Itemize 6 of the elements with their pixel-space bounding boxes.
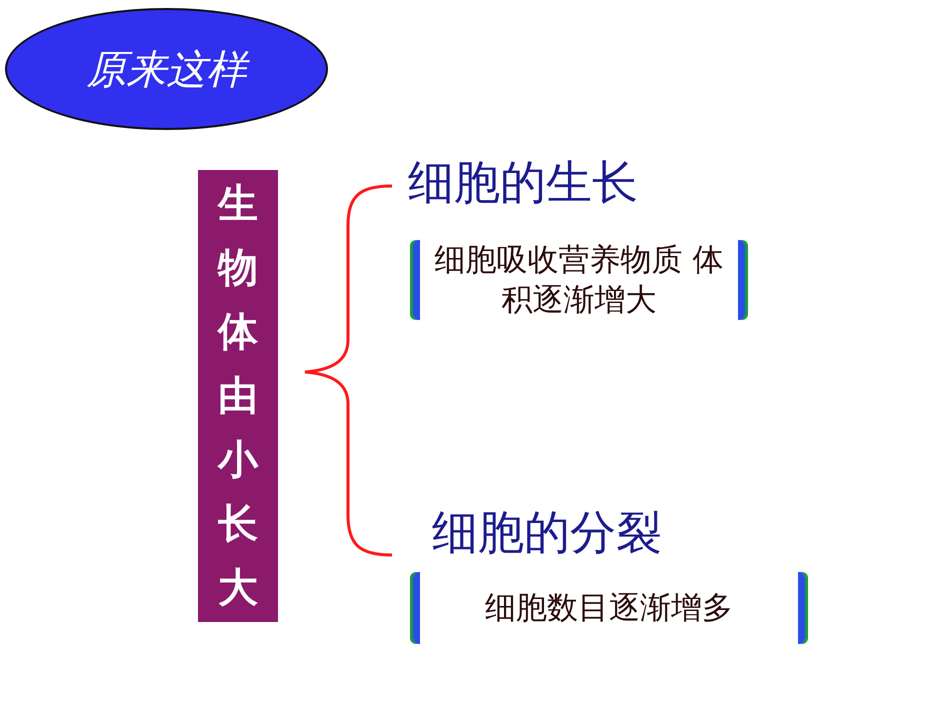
section-heading: 细胞的分裂: [432, 504, 662, 561]
bracketed-note: 细胞吸收营养物质 体积逐渐增大: [413, 240, 745, 320]
vertical-banner: 生物体由小长大: [198, 170, 278, 622]
section-heading: 细胞的生长: [408, 154, 638, 211]
title-ellipse: 原来这样: [5, 8, 328, 130]
bracketed-note: 细胞数目逐渐增多: [413, 572, 805, 644]
